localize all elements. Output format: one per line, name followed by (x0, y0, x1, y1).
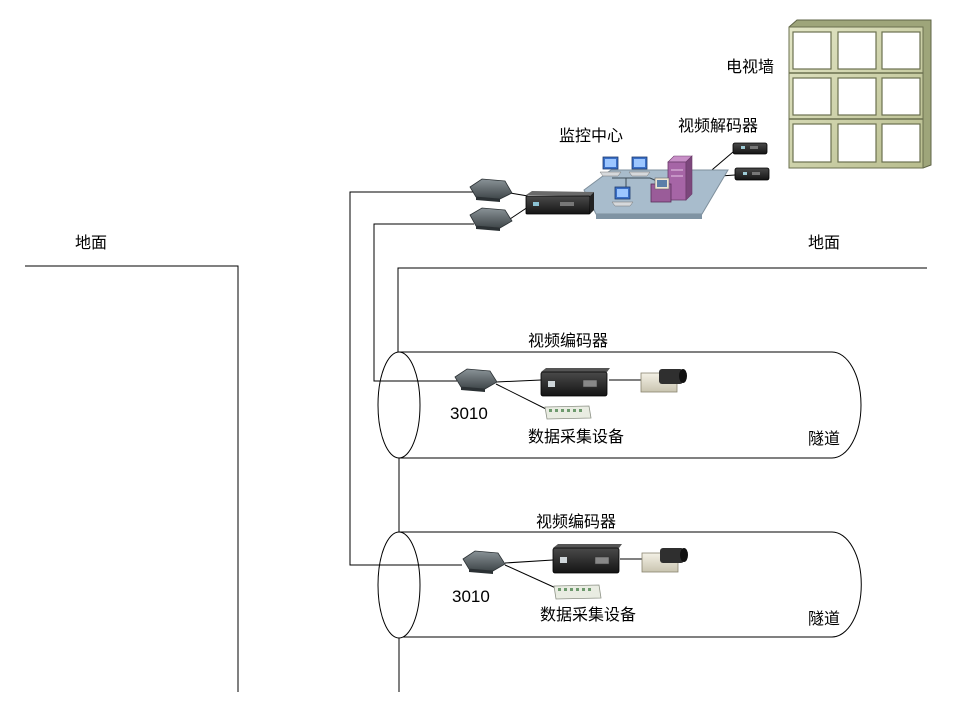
ground-left-line (25, 265, 239, 692)
tv-wall-label: 电视墙 (726, 57, 774, 76)
data-device-label-1: 数据采集设备 (528, 427, 624, 446)
server-icon (650, 155, 693, 203)
trunk-cables (349, 191, 474, 566)
tunnel-1 (377, 351, 862, 459)
video-encoder-label-2: 视频编码器 (536, 512, 616, 531)
data-acquisition-device-tunnel-1 (544, 405, 592, 420)
video-decoder-label: 视频解码器 (678, 116, 758, 135)
tunnel-2 (377, 531, 862, 639)
tunnel-label-2: 隧道 (808, 609, 840, 628)
tv-wall (788, 19, 932, 169)
workstation-icon-2 (628, 156, 651, 177)
modem-3010-tunnel-2 (462, 550, 506, 574)
model-label-2: 3010 (452, 587, 490, 606)
workstation-icon-1 (599, 156, 622, 177)
monitor-center-label: 监控中心 (559, 126, 623, 145)
ground-left-label: 地面 (75, 233, 107, 252)
workstation-icon-3 (611, 186, 634, 207)
ground-right-line (397, 267, 927, 352)
link-lines (495, 151, 736, 590)
video-decoder-device-1 (732, 142, 768, 155)
video-encoder-tunnel-1 (540, 368, 610, 397)
modem-monitor-2 (469, 207, 513, 231)
video-encoder-label-1: 视频编码器 (528, 331, 608, 350)
data-acquisition-device-tunnel-2 (553, 584, 602, 600)
video-encoder-tunnel-2 (552, 544, 622, 574)
camera-tunnel-1 (640, 369, 687, 393)
ground-right-label: 地面 (808, 233, 840, 252)
modem-monitor-1 (469, 178, 513, 202)
video-decoder-device-2 (734, 167, 770, 181)
camera-tunnel-2 (641, 548, 688, 573)
model-label-1: 3010 (450, 404, 488, 423)
central-switch-device (525, 191, 594, 215)
data-device-label-2: 数据采集设备 (540, 605, 636, 624)
tunnel-label-1: 隧道 (808, 429, 840, 448)
modem-3010-tunnel-1 (454, 368, 498, 392)
